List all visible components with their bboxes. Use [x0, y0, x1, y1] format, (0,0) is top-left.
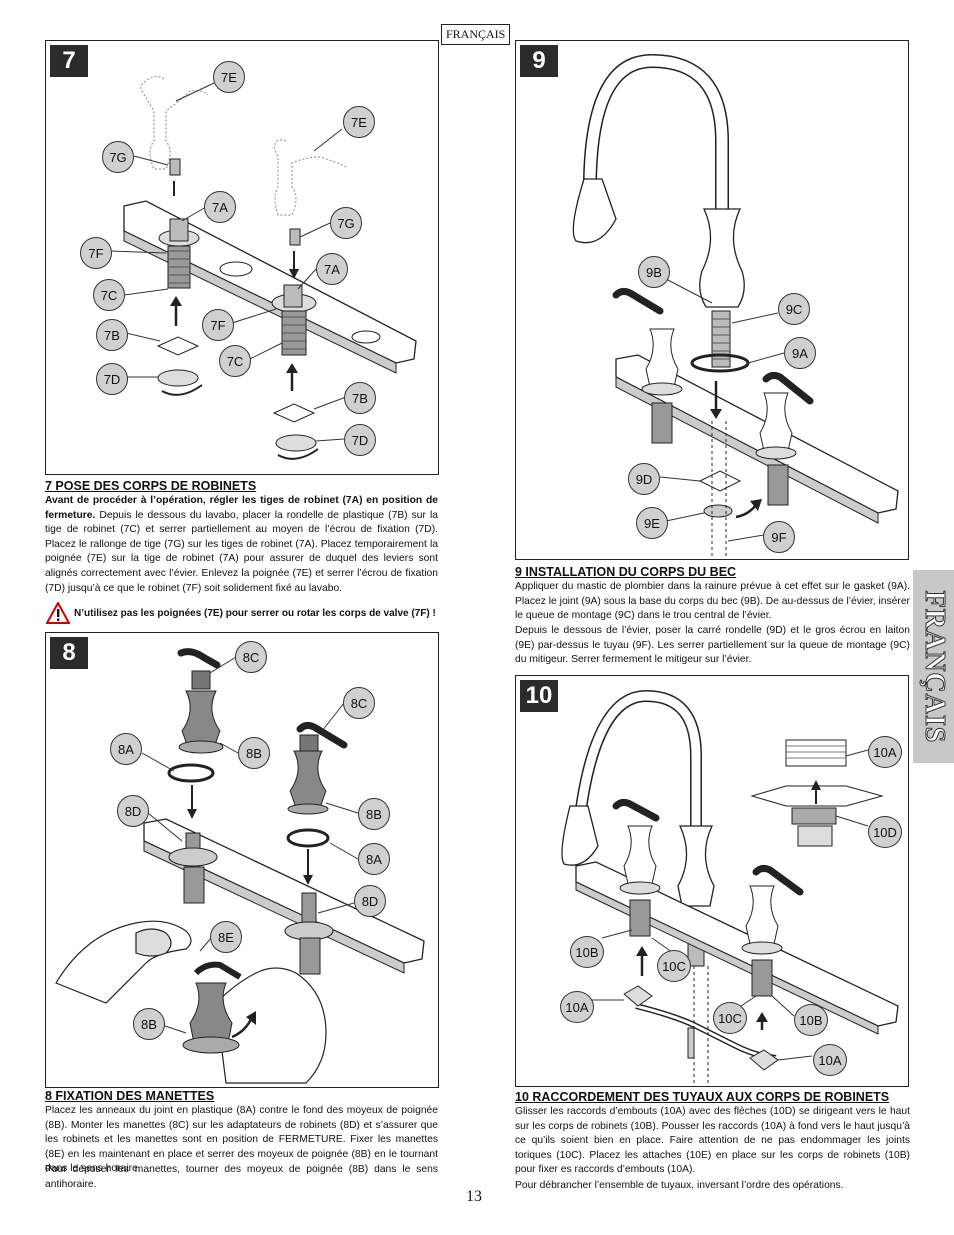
step10-text-2: Pour débrancher l’ensemble de tuyaux, in…	[515, 1180, 844, 1191]
callout-8b: 8B	[238, 737, 270, 769]
step10-illustration: 10	[515, 675, 909, 1087]
warning-icon	[46, 602, 70, 624]
step7-drawing	[109, 75, 417, 460]
step8-text-2: Pour déposer les manettes, tourner des m…	[45, 1164, 438, 1190]
step7-text-bold: Avant de procéder à l’opération, régler …	[45, 495, 438, 521]
step7-text-body: Depuis le dessous du lavabo, placer la r…	[45, 509, 438, 594]
step9-title: 9 INSTALLATION DU CORPS DU BEC	[515, 565, 737, 579]
callout-8b: 8B	[133, 1008, 165, 1040]
callout-7g: 7G	[102, 141, 134, 173]
step7-illustration: 7	[45, 40, 439, 475]
step8-number: 8	[50, 637, 88, 669]
callout-9f: 9F	[763, 521, 795, 553]
callout-7b: 7B	[344, 382, 376, 414]
callout-8b: 8B	[358, 798, 390, 830]
callout-8a: 8A	[358, 843, 390, 875]
callout-8c: 8C	[235, 641, 267, 673]
callout-10a: 10A	[813, 1044, 847, 1076]
language-tag: FRANÇAIS	[441, 24, 511, 45]
step7-text: Avant de procéder à l’opération, régler …	[45, 494, 438, 596]
step9-number: 9	[520, 45, 558, 77]
callout-8d: 8D	[354, 885, 386, 917]
page-number: 13	[466, 1188, 482, 1205]
side-tab-label: FRANÇAIS	[918, 590, 950, 744]
callout-8e: 8E	[210, 921, 242, 953]
step7-title: 7 POSE DES CORPS DE ROBINETS	[45, 479, 257, 493]
callout-8c: 8C	[343, 687, 375, 719]
callout-7d: 7D	[96, 363, 128, 395]
callout-10b: 10B	[794, 1004, 828, 1036]
callout-7f: 7F	[80, 237, 112, 269]
callout-7a: 7A	[316, 253, 348, 285]
step8-text: Placez les anneaux du joint en plastique…	[45, 1105, 438, 1175]
callout-7b: 7B	[96, 319, 128, 351]
callout-10a: 10A	[868, 736, 902, 768]
step8-drawing	[55, 648, 425, 1084]
step7-number: 7	[50, 45, 88, 77]
step8-illustration: 8	[45, 632, 439, 1088]
step9-text: Appliquer du mastic de plombier dans la …	[515, 581, 910, 622]
callout-10c: 10C	[713, 1002, 747, 1034]
step10-title: 10 RACCORDEMENT DES TUYAUX AUX CORPS DE …	[515, 1090, 890, 1104]
callout-10d: 10D	[868, 816, 902, 848]
step10-number: 10	[520, 680, 558, 712]
step10-text: Glisser les raccords d’embouts (10A) ave…	[515, 1106, 910, 1176]
step10-drawing	[561, 689, 899, 1086]
callout-7g: 7G	[330, 207, 362, 239]
callout-8a: 8A	[110, 733, 142, 765]
step9-illustration: 9	[515, 40, 909, 560]
step9-drawing	[572, 53, 899, 559]
callout-9a: 9A	[784, 337, 816, 369]
callout-9c: 9C	[778, 293, 810, 325]
step8-title: 8 FIXATION DES MANETTES	[45, 1089, 215, 1103]
callout-7c: 7C	[93, 279, 125, 311]
step7-warning-text: N’utilisez pas les poignées (7E) pour se…	[74, 607, 436, 619]
callout-7d: 7D	[344, 424, 376, 456]
callout-10c: 10C	[657, 950, 691, 982]
callout-10b: 10B	[570, 936, 604, 968]
callout-7e: 7E	[213, 61, 245, 93]
callout-7a: 7A	[204, 191, 236, 223]
callout-8d: 8D	[117, 795, 149, 827]
callout-7e: 7E	[343, 106, 375, 138]
callout-10a: 10A	[560, 991, 594, 1023]
callout-7c: 7C	[219, 345, 251, 377]
step7-warning: N’utilisez pas les poignées (7E) pour se…	[46, 602, 436, 624]
step9-text-2: Depuis le dessous de l’évier, poser la c…	[515, 625, 910, 666]
callout-9d: 9D	[628, 463, 660, 495]
language-side-tab: FRANÇAIS	[913, 570, 954, 763]
callout-9b: 9B	[638, 256, 670, 288]
callout-7f: 7F	[202, 309, 234, 341]
callout-9e: 9E	[636, 507, 668, 539]
